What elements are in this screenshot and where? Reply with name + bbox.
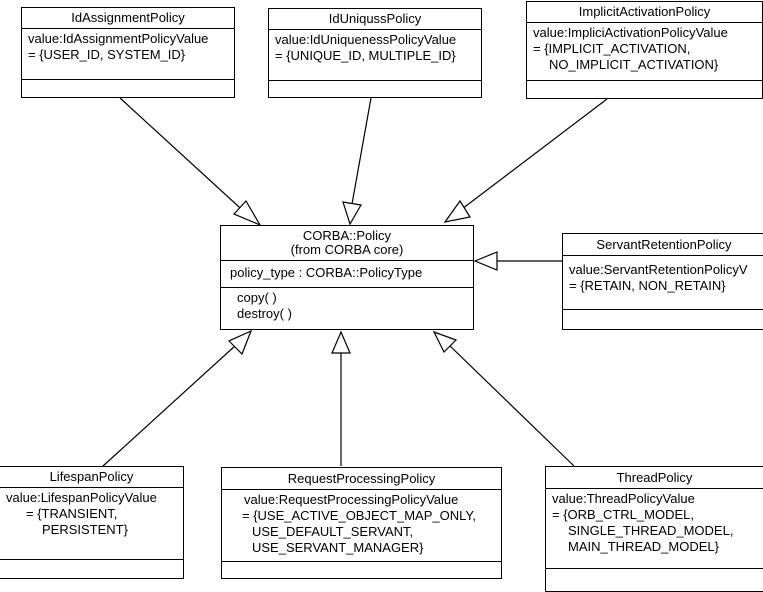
attribute-line: = {UNIQUE_ID, MULTIPLE_ID}: [275, 48, 456, 63]
attribute-line: value:IdAssignmentPolicyValue: [28, 31, 209, 46]
attribute-line: PERSISTENT}: [42, 522, 128, 537]
arrowhead-thread: [432, 330, 458, 354]
attribute-line: SINGLE_THREAD_MODEL,: [568, 523, 734, 538]
operations-section: copy( ) destroy( ): [221, 288, 473, 324]
arrowhead-iduniqueness: [342, 201, 362, 226]
edge-iduniqueness-to-policy: [351, 97, 372, 205]
attribute-line: = {RETAIN, NON_RETAIN}: [569, 278, 726, 293]
class-id-assignment-policy: IdAssignmentPolicy value:IdAssignmentPol…: [21, 7, 235, 98]
operations-section: [22, 80, 234, 98]
operations-section: [0, 560, 183, 578]
class-name: ThreadPolicy: [546, 467, 763, 489]
attributes-section: value:ThreadPolicyValue = {ORB_CTRL_MODE…: [546, 489, 763, 569]
operations-section: [563, 310, 763, 328]
arrowhead-requestprocessing: [331, 330, 351, 354]
operations-section: [222, 562, 501, 577]
operations-section: [546, 569, 763, 589]
class-name-line: CORBA::Policy: [302, 228, 392, 243]
class-lifespan-policy: LifespanPolicy value:LifespanPolicyValue…: [0, 466, 184, 579]
arrowhead-servant: [473, 251, 498, 271]
attribute-line: = {IMPLICIT_ACTIVATION,: [533, 41, 691, 56]
class-implicit-activation-policy: ImplicitActivationPolicy value:ImpliciAc…: [526, 1, 763, 99]
attributes-section: value:LifespanPolicyValue = {TRANSIENT, …: [0, 488, 183, 560]
attribute-line: value:LifespanPolicyValue: [6, 490, 157, 505]
class-corba-policy: CORBA::Policy (from CORBA core) policy_t…: [220, 225, 474, 330]
class-thread-policy: ThreadPolicy value:ThreadPolicyValue = {…: [545, 466, 763, 592]
attribute-line: value:ServantRetentionPolicyV: [569, 262, 748, 277]
attribute-line: value:IdUniquenessPolicyValue: [275, 32, 457, 47]
class-package-line: (from CORBA core): [290, 242, 404, 257]
attributes-section: value:ServantRetentionPolicyV = {RETAIN,…: [563, 256, 763, 310]
attribute-line: USE_SERVANT_MANAGER}: [252, 540, 424, 555]
edge-thread-to-policy: [448, 344, 575, 467]
attributes-section: value:RequestProcessingPolicyValue = {US…: [222, 490, 501, 562]
attribute-line: = {TRANSIENT,: [26, 506, 118, 521]
class-name: RequestProcessingPolicy: [222, 468, 501, 490]
operations-section: [527, 81, 762, 99]
class-servant-retention-policy: ServantRetentionPolicy value:ServantRete…: [562, 233, 763, 330]
class-name: IdAssignmentPolicy: [22, 8, 234, 29]
edge-implicit-to-policy: [457, 98, 608, 213]
edge-idassignment-to-policy: [119, 97, 251, 218]
attribute-line: value:ThreadPolicyValue: [552, 491, 695, 506]
arrowhead-idassignment: [232, 199, 262, 227]
class-id-uniqueness-policy: IdUniqussPolicy value:IdUniquenessPolicy…: [268, 8, 482, 98]
attributes-section: value:ImpliciActivationPolicyValue = {IM…: [527, 23, 762, 81]
operations-section: [269, 81, 481, 98]
class-name: ImplicitActivationPolicy: [527, 2, 762, 23]
class-request-processing-policy: RequestProcessingPolicy value:RequestPro…: [221, 467, 502, 579]
attributes-section: value:IdAssignmentPolicyValue = {USER_ID…: [22, 29, 234, 80]
attributes-section: value:IdUniquenessPolicyValue = {UNIQUE_…: [269, 30, 481, 81]
attributes-section: policy_type : CORBA::PolicyType: [221, 261, 473, 288]
attribute-line: NO_IMPLICIT_ACTIVATION}: [549, 57, 719, 72]
edge-lifespan-to-policy: [102, 344, 237, 467]
class-name: CORBA::Policy (from CORBA core): [221, 226, 473, 261]
attribute-line: = {ORB_CTRL_MODEL,: [552, 507, 694, 522]
attribute-line: = {USER_ID, SYSTEM_ID}: [28, 47, 186, 62]
attribute-line: USE_DEFAULT_SERVANT,: [252, 524, 414, 539]
attribute-line: value:ImpliciActivationPolicyValue: [533, 25, 728, 40]
operation-destroy: destroy( ): [237, 306, 292, 321]
attribute-line: value:RequestProcessingPolicyValue: [244, 492, 459, 507]
attribute-line: policy_type : CORBA::PolicyType: [230, 265, 423, 280]
class-name: IdUniqussPolicy: [269, 9, 481, 30]
arrowhead-implicit: [443, 199, 471, 223]
attribute-line: MAIN_THREAD_MODEL}: [568, 539, 719, 554]
operation-copy: copy( ): [237, 290, 277, 305]
class-name: ServantRetentionPolicy: [563, 234, 763, 256]
arrowhead-lifespan: [227, 329, 253, 356]
attribute-line: = {USE_ACTIVE_OBJECT_MAP_ONLY,: [242, 508, 476, 523]
class-name: LifespanPolicy: [0, 467, 183, 488]
